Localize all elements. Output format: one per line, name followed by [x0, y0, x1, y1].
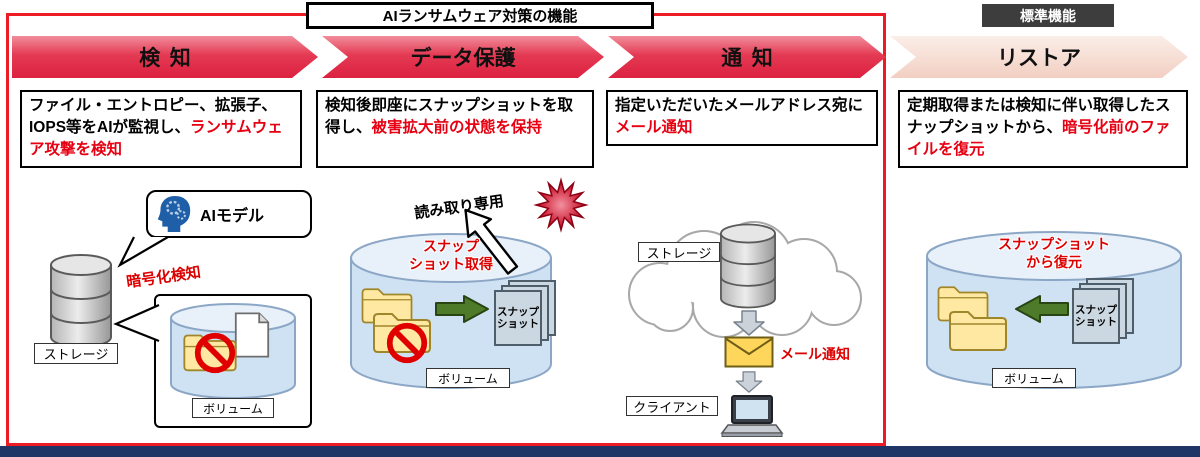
stage-arrow-notification: 通知 [608, 36, 886, 78]
client-label: クライアント [626, 396, 718, 416]
prohibition-icon [386, 322, 428, 364]
snapshot-stack-line1: スナップ [1075, 304, 1117, 316]
stage-label-notification: 通知 [721, 47, 783, 70]
snapshot-stack-label: スナップ ショット [1072, 304, 1120, 329]
folder-icon [949, 311, 1007, 351]
stage-arrow-detection: 検知 [12, 36, 318, 78]
snapshot-stack-icon: スナップ ショット [1072, 278, 1134, 344]
restore-arrow-icon [1015, 295, 1069, 323]
envelope-icon [724, 336, 774, 368]
standard-section-title: 標準機能 [982, 4, 1114, 27]
storage-label: ストレージ [638, 242, 720, 262]
ai-section-title: AIランサムウェア対策の機能 [306, 2, 654, 29]
stage-label-protection: データ保護 [410, 47, 516, 70]
prohibition-icon [194, 332, 236, 374]
volume-label: ボリューム [426, 368, 510, 388]
ai-head-icon [157, 196, 191, 232]
mail-notify-label: メール通知 [780, 346, 850, 362]
stage-label-restore: リストア [997, 47, 1081, 70]
notification-description-text: 指定いただいたメールアドレス宛に [615, 97, 864, 114]
laptop-icon [720, 395, 784, 437]
readonly-arrow-icon [464, 208, 519, 275]
storage-label: ストレージ [34, 343, 118, 364]
footer-accent-bar [0, 446, 1200, 457]
snapshot-arrow-icon [435, 295, 489, 323]
speech-bubble-tail [117, 236, 169, 268]
storage-database-icon [50, 254, 112, 348]
restore-description-highlight: 暗号化前のファイルを復元 [907, 119, 1171, 158]
restore-from-snapshot-label: スナップショット から復元 [964, 236, 1144, 271]
volume-label: ボリューム [192, 398, 274, 418]
detection-description: ファイル・エントロピー、拡張子、IOPS等をAIが監視し、ランサムウェア攻撃を検… [20, 90, 302, 168]
stage-arrow-restore: リストア [890, 36, 1188, 78]
protection-description-text: 検知後即座にスナップショットを取得し、 [325, 97, 574, 136]
snapshot-stack-label: スナップ ショット [494, 306, 542, 331]
volume-label: ボリューム [992, 368, 1076, 388]
snapshot-stack-line1: スナップ [497, 306, 539, 318]
restore-label-line1: スナップショット [998, 236, 1110, 252]
snapshot-stack-line2: ショット [1075, 316, 1117, 329]
snapshot-take-line1: スナップ [423, 238, 479, 254]
restore-description: 定期取得または検知に伴い取得したスナップショットから、暗号化前のファイルを復元 [898, 90, 1188, 168]
detection-description-text: ファイル・エントロピー、拡張子、IOPS等をAIが監視し、 [29, 97, 277, 136]
snapshot-page [494, 290, 542, 346]
notification-description: 指定いただいたメールアドレス宛にメール通知 [606, 90, 878, 146]
down-arrow-icon [735, 371, 763, 393]
detection-description-highlight: ランサムウェア攻撃を検知 [29, 119, 283, 158]
snapshot-take-line2: ショット取得 [409, 255, 493, 272]
callout-tail [113, 303, 160, 343]
storage-database-icon [720, 223, 776, 309]
snapshot-take-label: スナップ ショット取得 [381, 238, 521, 273]
stage-label-detection: 検知 [139, 47, 201, 70]
ai-model-bubble: AIモデル [146, 190, 312, 238]
restore-description-text: 定期取得または検知に伴い取得したスナップショットから、 [907, 97, 1171, 136]
protection-description-highlight: 被害拡大前の状態を保持 [371, 119, 543, 136]
snapshot-stack-icon: スナップ ショット [494, 280, 556, 346]
snapshot-stack-line2: ショット [497, 318, 539, 331]
ai-model-label: AIモデル [200, 208, 265, 225]
document-icon [234, 312, 270, 358]
burst-icon [533, 177, 589, 233]
restore-label-line2: から復元 [1026, 253, 1082, 270]
notification-description-highlight: メール通知 [615, 119, 693, 136]
down-arrow-icon [733, 310, 765, 336]
snapshot-page [1072, 288, 1120, 344]
stage-arrow-protection: データ保護 [322, 36, 604, 78]
protection-description: 検知後即座にスナップショットを取得し、被害拡大前の状態を保持 [316, 90, 594, 168]
